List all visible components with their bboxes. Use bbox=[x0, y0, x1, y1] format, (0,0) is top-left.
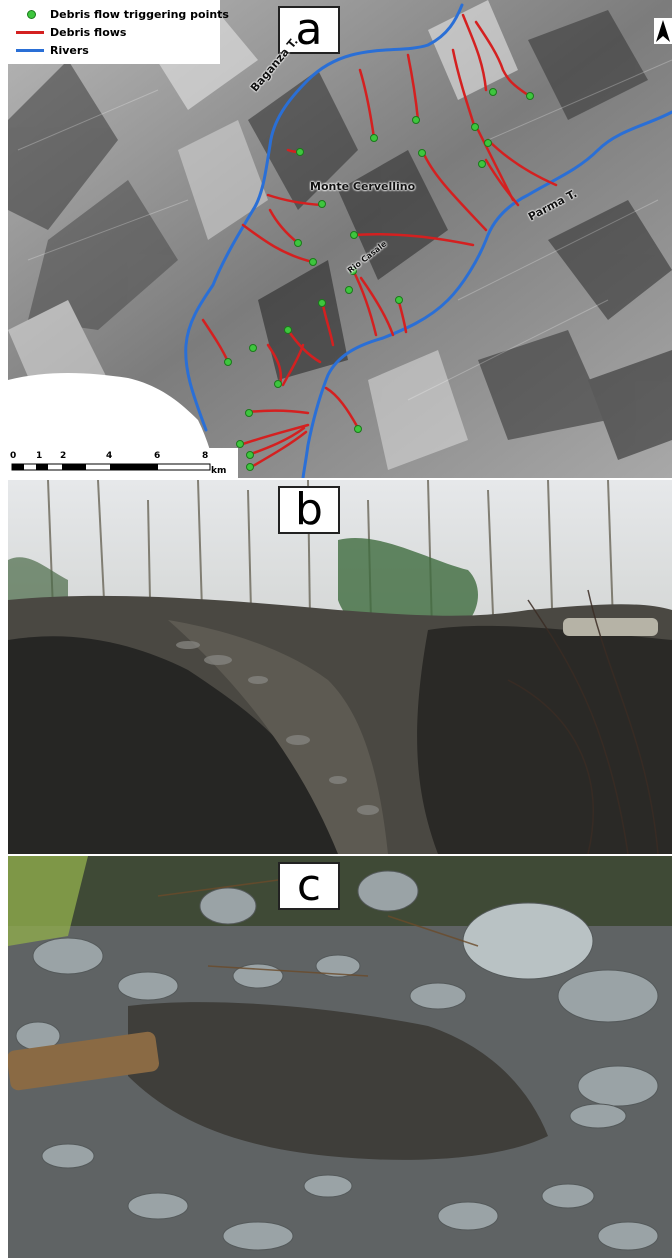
map-panel: Debris flow triggering points Debris flo… bbox=[8, 0, 672, 478]
legend-item-rivers: Rivers bbox=[16, 42, 89, 58]
red-line-icon bbox=[16, 24, 46, 40]
river-parma bbox=[301, 110, 672, 478]
panel-letter-c: c bbox=[278, 862, 340, 910]
label-monte-cervellino: Monte Cervellino bbox=[310, 180, 416, 193]
terrain-ridges bbox=[8, 0, 672, 470]
legend-item-debris-flows: Debris flows bbox=[16, 24, 126, 40]
panel-letter-a: a bbox=[278, 6, 340, 54]
fallen-log bbox=[563, 618, 658, 636]
north-arrow-icon bbox=[654, 18, 672, 44]
blue-line-icon bbox=[16, 42, 46, 58]
debris-flows bbox=[201, 13, 558, 468]
river-baganza bbox=[184, 3, 464, 432]
panel-letter-b: b bbox=[278, 486, 340, 534]
trigger-points bbox=[224, 88, 534, 471]
map-legend: Debris flow triggering points Debris flo… bbox=[8, 0, 229, 64]
fine-sediment bbox=[128, 1002, 548, 1160]
hillshade-map bbox=[8, 0, 672, 478]
rivers bbox=[184, 3, 672, 478]
photo-panel-c: c bbox=[8, 856, 672, 1258]
debris-channel-photo bbox=[8, 480, 672, 854]
scale-bar: 0 1 2 4 6 8 km bbox=[8, 448, 238, 478]
green-dot-icon bbox=[16, 6, 46, 22]
debris-deposit-photo bbox=[8, 856, 672, 1258]
photo-panel-b: b bbox=[8, 480, 672, 854]
wood-log bbox=[8, 1031, 160, 1091]
legend-item-trigger-points: Debris flow triggering points bbox=[16, 6, 229, 22]
